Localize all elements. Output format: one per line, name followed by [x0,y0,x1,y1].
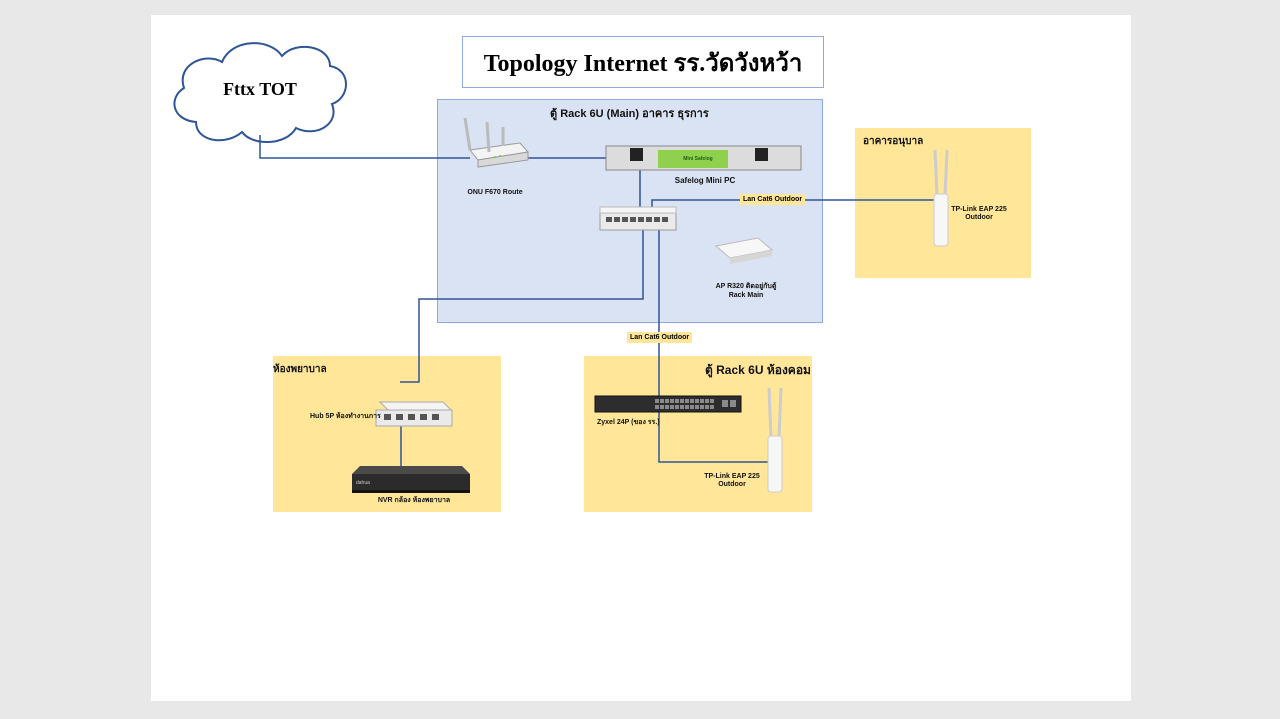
onu-router-icon [463,117,529,168]
eap-anuban-label-line1: TP-Link EAP 225 [951,206,1007,213]
eap-anuban-label-line2: Outdoor [965,214,993,221]
safelog-mini-pc-icon [605,145,802,171]
eap225-anuban-icon [933,149,949,247]
lan-cat6-tag-mid: Lan Cat6 Outdoor [627,332,693,343]
cable-switch-nurse [400,230,644,383]
safelog-label: Safelog Mini PC [674,176,736,185]
diagram-title: Topology Internet รร.วัดวังหว้า [483,50,803,77]
onu-label: ONU F670 Route [467,189,523,196]
hub-5port-icon [375,401,453,427]
ap-r320-label-line1: AP R320 ติดอยู่กับตู้ [715,283,777,290]
eap-com-label-line1: TP-Link EAP 225 [704,473,760,480]
zone-anuban-label: อาคารอนุบาล [863,136,924,147]
ap-r320-label-line2: Rack Main [728,292,764,299]
zyxel-24port-icon [594,395,742,413]
title-box: Topology Internet รร.วัดวังหว้า [462,36,824,88]
svg-text:dahua: dahua [356,480,370,486]
zone-main-label: ตู้ Rack 6U (Main) อาคาร ธุรการ [550,108,709,120]
nvr-icon: dahua [352,466,470,493]
cloud-label: Fttx TOT [223,79,297,99]
nvr-label: NVR กล้อง ห้องพยาบาล [377,497,451,504]
cable-switch-com [658,230,770,463]
eap225-com-icon [767,387,783,493]
cable-cloud-onu [259,135,470,159]
zyxel-label: Zyxel 24P (ของ รร.) [597,419,660,426]
zone-com-label: ตู้ Rack 6U ห้องคอม [705,363,811,377]
eap-com-label-line2: Outdoor [718,481,746,488]
zone-nurse-label: ห้องพยาบาล [273,364,327,375]
safelog-brand-label: Mini Safelog [683,156,713,162]
hub-label: Hub 5P ห้องทำงานการ [310,413,381,420]
ap-r320-icon [714,237,774,264]
lan-cat6-tag-top: Lan Cat6 Outdoor [740,194,806,205]
cloud-shape [173,42,347,144]
switch-8port-icon [599,206,677,231]
